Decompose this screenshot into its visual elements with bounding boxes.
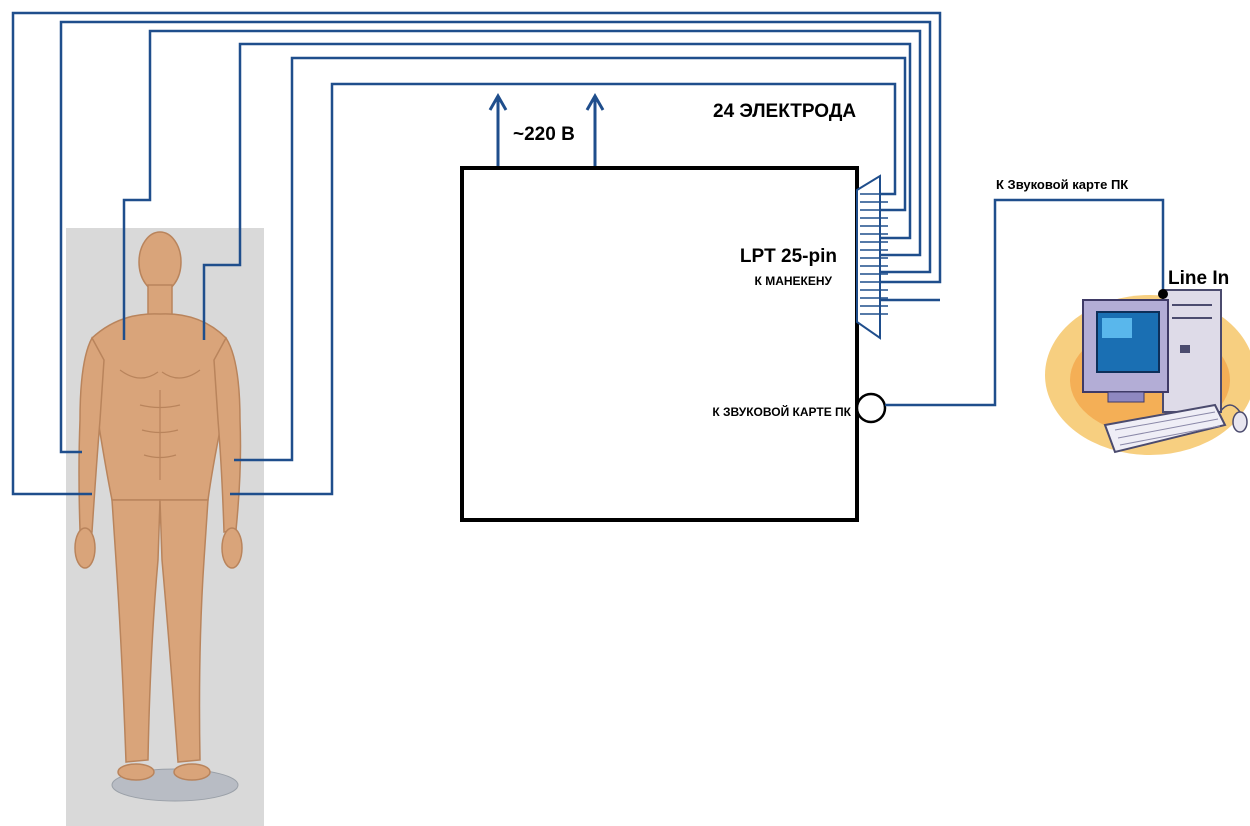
mannequin-right-hand — [222, 528, 242, 568]
line-in-port-dot — [1158, 289, 1168, 299]
electrode-wire-4 — [204, 44, 910, 340]
electrodes-label: 24 ЭЛЕКТРОДА — [713, 101, 856, 122]
mannequin-neck — [148, 285, 172, 315]
box-sound-card-label: К ЗВУКОВОЙ КАРТЕ ПК — [712, 404, 851, 419]
line-in-label: Line In — [1168, 268, 1229, 289]
mannequin-left-hand — [75, 528, 95, 568]
electrode-wire-6 — [230, 84, 895, 494]
mannequin-head — [139, 232, 181, 292]
pc-sound-card-label: К Звуковой карте ПК — [996, 177, 1128, 192]
db25-connector-icon — [857, 176, 888, 338]
lpt-label: LPT 25-pin — [740, 246, 837, 267]
mannequin-right-foot — [174, 764, 210, 780]
power-label: ~220 В — [513, 124, 575, 145]
to-mannequin-label: К МАНЕКЕНУ — [755, 274, 833, 288]
mannequin-left-foot — [118, 764, 154, 780]
desktop-computer-icon — [1045, 290, 1250, 455]
audio-jack-icon — [857, 394, 885, 422]
mannequin-figure — [66, 228, 264, 826]
device-box — [462, 168, 857, 520]
